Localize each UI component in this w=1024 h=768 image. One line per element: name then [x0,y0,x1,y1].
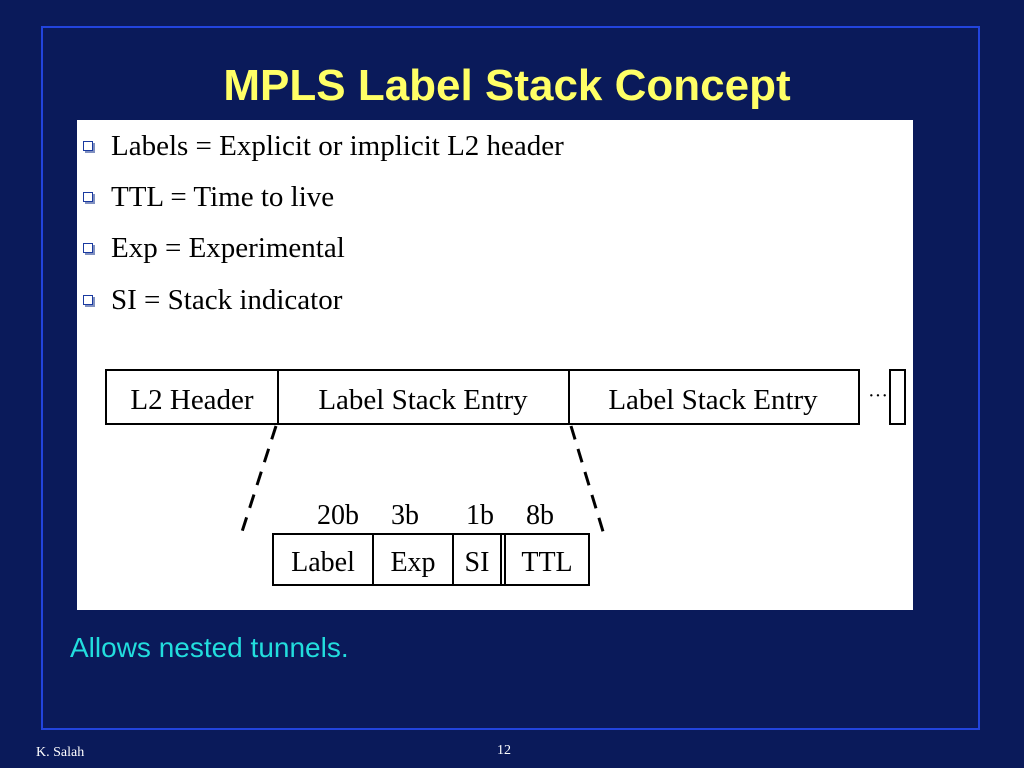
square-bullet-icon [83,243,93,253]
bullet-text: Exp = Experimental [111,231,345,264]
bit-size-label: 3b [391,500,419,531]
ellipsis-text: ··· [868,385,888,407]
page-number: 12 [497,743,511,758]
label-stack-entry-label: Label Stack Entry [608,384,818,416]
bullet-text: Labels = Explicit or implicit L2 header [111,129,564,162]
bullet-item: Labels = Explicit or implicit L2 header [83,126,564,166]
square-bullet-icon [83,192,93,202]
author-footer: K. Salah [36,745,85,760]
bullet-text: TTL = Time to live [111,180,335,213]
continuation-box [889,369,906,425]
slide-caption: Allows nested tunnels. [70,632,349,663]
expansion-line-left [238,425,278,539]
bullet-item: SI = Stack indicator [83,280,342,320]
slide-title: MPLS Label Stack Concept [223,61,791,110]
bit-size-label: 20b [317,500,359,531]
expansion-line-right [569,425,607,539]
slide-frame [41,26,980,730]
l2-header-label: L2 Header [130,384,254,416]
label-stack-entry-label: Label Stack Entry [318,384,528,416]
bit-size-label: 1b [466,500,494,531]
label-field-text: Label [291,547,355,578]
ttl-field-box [500,533,590,586]
diagram-panel: Labels = Explicit or implicit L2 header … [77,120,913,610]
label-stack-diagram: L2 Header Label Stack Entry Label Stack … [105,369,906,586]
bullet-item: TTL = Time to live [83,177,334,217]
square-bullet-icon [83,295,93,305]
si-field-text: SI [465,547,490,578]
label-stack-entry-box [568,369,860,425]
ttl-field-text: TTL [521,547,572,578]
exp-field-text: Exp [390,547,435,578]
square-bullet-icon [83,141,93,151]
bullet-text: SI = Stack indicator [111,283,343,316]
bullet-item: Exp = Experimental [83,228,345,268]
bit-size-label: 8b [526,500,554,531]
